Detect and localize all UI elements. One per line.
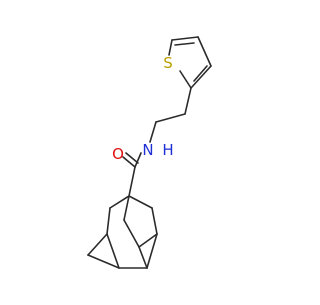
bond-n-carbonyl — [134, 152, 142, 168]
bond-ad-9 — [138, 233, 158, 248]
bond-ch2-ch2 — [155, 113, 186, 123]
bond-ad-7 — [87, 233, 108, 256]
bond-ch2-n — [149, 121, 157, 143]
bond-c4-c5-double — [174, 42, 195, 46]
bond-ad-5 — [151, 207, 158, 235]
bond-ad-4 — [106, 207, 111, 235]
bond-carbonyl-adamantane — [128, 166, 136, 197]
bond-ad-13 — [138, 246, 148, 269]
bond-ad-2 — [128, 195, 153, 209]
bond-c3-c4 — [197, 36, 212, 67]
bond-ad-3 — [123, 195, 130, 221]
bond-carbonyl-o-2 — [125, 152, 139, 164]
bond-carbonyl-o-1 — [122, 156, 136, 168]
sulfur-label: S — [163, 54, 173, 72]
bond-c4-c5 — [171, 36, 199, 41]
bond-c2-c3-double — [193, 65, 208, 82]
molecule-structure: S N H O — [87, 36, 212, 269]
bond-ad-10 — [146, 233, 158, 269]
bond-s-c2 — [179, 70, 192, 89]
bond-c2-ch2 — [184, 87, 192, 115]
bond-c5-s — [168, 39, 173, 56]
atom-labels: S N H O — [112, 54, 174, 163]
nitrogen-label: N — [142, 141, 153, 159]
molecule-diagram: S N H O — [87, 36, 212, 269]
bond-c2-c3 — [190, 65, 212, 89]
bond-ad-11 — [87, 254, 120, 269]
bond-ad-1 — [109, 195, 130, 209]
bond-ad-6 — [123, 219, 140, 248]
hydrogen-label: H — [162, 141, 173, 159]
bond-ad-8 — [106, 233, 120, 269]
oxygen-label: O — [112, 145, 124, 163]
bonds — [87, 36, 212, 269]
